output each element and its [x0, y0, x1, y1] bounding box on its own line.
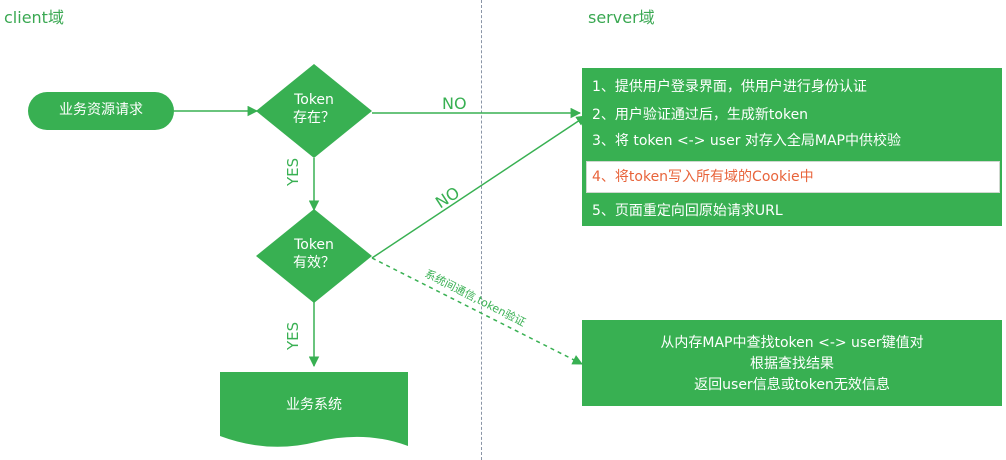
server-step-1: 1、提供用户登录界面，供用户进行身份认证: [592, 79, 867, 95]
server-step-5: 5、页面重定向回原始请求URL: [592, 203, 783, 219]
diamond2-line1: Token: [294, 237, 334, 253]
edge-dashed-token-verify: [371, 257, 583, 365]
label-yes-1: YES: [284, 158, 302, 187]
server-step-4-highlight: [586, 161, 1000, 193]
edge-no-invalid-to-server: [371, 115, 587, 259]
label-no-2: NO: [432, 183, 463, 212]
server-step-4: 4、将token写入所有域的Cookie中: [592, 169, 814, 185]
server-step-3: 3、将 token <-> user 对存入全局MAP中供校验: [592, 133, 902, 149]
diamond-token-valid: [256, 209, 372, 303]
label-dashed-edge: 系统间通信,token验证: [423, 266, 528, 329]
diamond-token-exists: [256, 64, 372, 158]
diamond2-line2: 有效？: [293, 255, 335, 272]
business-resource-request: 业务资源请求: [28, 92, 174, 130]
diamond1-line1: Token: [294, 92, 334, 108]
token-lookup-box: 从内存MAP中查找token <-> user键值对 根据查找结果 返回user…: [582, 320, 1002, 406]
server-domain-label: server域: [588, 8, 655, 27]
diamond1-line2: 存在？: [293, 110, 335, 127]
lookup-line-2: 根据查找结果: [750, 356, 834, 372]
label-no-1: NO: [442, 94, 467, 113]
business-system-shape: [220, 372, 408, 447]
diamond-token-exists-label: Token 存在？: [264, 91, 364, 127]
client-domain-label: client域: [4, 8, 64, 27]
lookup-line-3: 返回user信息或token无效信息: [694, 377, 890, 393]
business-system-label: 业务系统: [286, 397, 342, 413]
server-step-2: 2、用户验证通过后，生成新token: [592, 107, 809, 123]
label-yes-2: YES: [284, 322, 302, 351]
lookup-line-1: 从内存MAP中查找token <-> user键值对: [660, 335, 924, 351]
diamond-token-valid-label: Token 有效？: [264, 236, 364, 272]
server-steps-box: 1、提供用户登录界面，供用户进行身份认证 2、用户验证通过后，生成新token …: [582, 68, 1002, 226]
domain-divider: [481, 0, 482, 460]
